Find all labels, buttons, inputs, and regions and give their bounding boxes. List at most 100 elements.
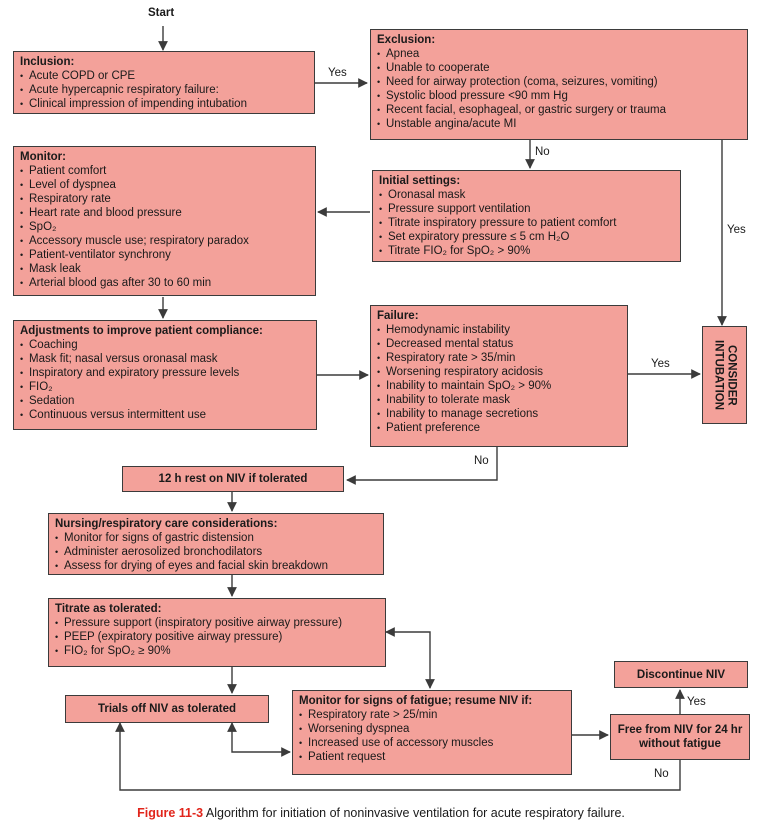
- list-item: Titrate inspiratory pressure to patient …: [379, 216, 674, 230]
- list-item: Inspiratory and expiratory pressure leve…: [20, 366, 310, 380]
- list-item: Recent facial, esophageal, or gastric su…: [377, 103, 741, 117]
- list-item: Unable to cooperate: [377, 61, 741, 75]
- list-item: Administer aerosolized bronchodilators: [55, 545, 377, 559]
- exclusion-title: Exclusion:: [377, 34, 436, 46]
- list-item: Arterial blood gas after 30 to 60 min: [20, 276, 309, 290]
- list-item: Heart rate and blood pressure: [20, 206, 309, 220]
- adjustments-list: Coaching Mask fit; nasal versus oronasal…: [20, 338, 310, 422]
- list-item: Set expiratory pressure ≤ 5 cm H₂O: [379, 230, 674, 244]
- initial-settings-title: Initial settings:: [379, 175, 461, 187]
- edge-failure-rest: [346, 447, 498, 485]
- initial-settings-list: Oronasal mask Pressure support ventilati…: [379, 188, 674, 258]
- list-item: Mask fit; nasal versus oronasal mask: [20, 352, 310, 366]
- trials-box: Trials off NIV as tolerated: [65, 695, 269, 723]
- failure-title: Failure:: [377, 310, 419, 322]
- list-item: Continuous versus intermittent use: [20, 408, 310, 422]
- inclusion-list: Acute COPD or CPE Acute hypercapnic resp…: [20, 69, 308, 111]
- failure-box: Failure: Hemodynamic instability Decreas…: [370, 305, 628, 447]
- rest-label: 12 h rest on NIV if tolerated: [158, 473, 308, 485]
- list-item: Increased use of accessory muscles: [299, 736, 565, 750]
- consider-intubation-box: CONSIDER INTUBATION: [702, 326, 747, 424]
- edge-titrate-fatigue: [385, 627, 435, 689]
- list-item: Apnea: [377, 47, 741, 61]
- list-item: Inability to manage secretions: [377, 407, 621, 421]
- figure-caption-text: Algorithm for initiation of noninvasive …: [205, 806, 625, 820]
- initial-settings-box: Initial settings: Oronasal mask Pressure…: [372, 170, 681, 262]
- list-item: Respiratory rate: [20, 192, 309, 206]
- list-item: Oronasal mask: [379, 188, 674, 202]
- nursing-box: Nursing/respiratory care considerations:…: [48, 513, 384, 575]
- list-item: Worsening respiratory acidosis: [377, 365, 621, 379]
- list-item: Respiratory rate > 25/min: [299, 708, 565, 722]
- titrate-title: Titrate as tolerated:: [55, 603, 162, 615]
- list-item: Pressure support (inspiratory positive a…: [55, 616, 379, 630]
- inclusion-box: Inclusion: Acute COPD or CPE Acute hyper…: [13, 51, 315, 114]
- inclusion-title: Inclusion:: [20, 56, 75, 68]
- monitor-list: Patient comfort Level of dyspnea Respira…: [20, 164, 309, 290]
- list-item: Patient request: [299, 750, 565, 764]
- list-item: Level of dyspnea: [20, 178, 309, 192]
- adjustments-title: Adjustments to improve patient complianc…: [20, 325, 263, 337]
- edge-trials-fatigue: [227, 722, 291, 757]
- edge-label-yes: Yes: [687, 696, 706, 708]
- list-item: Respiratory rate > 35/min: [377, 351, 621, 365]
- list-item: Acute COPD or CPE: [20, 69, 308, 83]
- list-item: Inability to tolerate mask: [377, 393, 621, 407]
- list-item: Patient comfort: [20, 164, 309, 178]
- free-from-niv-box: Free from NIV for 24 hr without fatigue: [610, 714, 750, 760]
- list-item: Accessory muscle use; respiratory parado…: [20, 234, 309, 248]
- titrate-box: Titrate as tolerated: Pressure support (…: [48, 598, 386, 667]
- fatigue-title: Monitor for signs of fatigue; resume NIV…: [299, 695, 533, 707]
- edge-free-trials: [115, 722, 681, 791]
- list-item: Assess for drying of eyes and facial ski…: [55, 559, 377, 573]
- monitor-title: Monitor:: [20, 151, 66, 163]
- list-item: Mask leak: [20, 262, 309, 276]
- nursing-list: Monitor for signs of gastric distension …: [55, 531, 377, 573]
- list-item: Coaching: [20, 338, 310, 352]
- figure-caption: Figure 11-3 Algorithm for initiation of …: [0, 806, 762, 820]
- discontinue-label: Discontinue NIV: [636, 668, 726, 681]
- list-item: Hemodynamic instability: [377, 323, 621, 337]
- edge-label-no: No: [535, 146, 550, 158]
- edge-label-yes: Yes: [727, 224, 746, 236]
- edge-label-yes: Yes: [651, 358, 670, 370]
- list-item: Need for airway protection (coma, seizur…: [377, 75, 741, 89]
- list-item: Unstable angina/acute MI: [377, 117, 741, 131]
- fatigue-box: Monitor for signs of fatigue; resume NIV…: [292, 690, 572, 775]
- titrate-list: Pressure support (inspiratory positive a…: [55, 616, 379, 658]
- nursing-title: Nursing/respiratory care considerations:: [55, 518, 278, 530]
- list-item: Pressure support ventilation: [379, 202, 674, 216]
- exclusion-list: Apnea Unable to cooperate Need for airwa…: [377, 47, 741, 131]
- consider-intubation-label: CONSIDER INTUBATION: [712, 339, 738, 411]
- list-item: Inability to maintain SpO₂ > 90%: [377, 379, 621, 393]
- monitor-box: Monitor: Patient comfort Level of dyspne…: [13, 146, 316, 296]
- list-item: Monitor for signs of gastric distension: [55, 531, 377, 545]
- discontinue-box: Discontinue NIV: [614, 661, 748, 688]
- trials-label: Trials off NIV as tolerated: [97, 703, 237, 715]
- list-item: FIO₂ for SpO₂ ≥ 90%: [55, 644, 379, 658]
- failure-list: Hemodynamic instability Decreased mental…: [377, 323, 621, 435]
- exclusion-box: Exclusion: Apnea Unable to cooperate Nee…: [370, 29, 748, 140]
- list-item: Decreased mental status: [377, 337, 621, 351]
- list-item: Patient preference: [377, 421, 621, 435]
- list-item: SpO₂: [20, 220, 309, 234]
- edge-label-no: No: [654, 768, 669, 780]
- fatigue-list: Respiratory rate > 25/min Worsening dysp…: [299, 708, 565, 764]
- adjustments-box: Adjustments to improve patient complianc…: [13, 320, 317, 430]
- figure-number: Figure 11-3: [137, 806, 204, 820]
- list-item: Patient-ventilator synchrony: [20, 248, 309, 262]
- list-item: Worsening dyspnea: [299, 722, 565, 736]
- edge-label-yes: Yes: [328, 67, 347, 79]
- list-item: Clinical impression of impending intubat…: [20, 97, 308, 111]
- rest-box: 12 h rest on NIV if tolerated: [122, 466, 344, 492]
- list-item: Systolic blood pressure <90 mm Hg: [377, 89, 741, 103]
- list-item: PEEP (expiratory positive airway pressur…: [55, 630, 379, 644]
- start-label: Start: [148, 7, 175, 19]
- list-item: Acute hypercapnic respiratory failure:: [20, 83, 308, 97]
- list-item: FIO₂: [20, 380, 310, 394]
- list-item: Titrate FIO₂ for SpO₂ > 90%: [379, 244, 674, 258]
- free-from-niv-label: Free from NIV for 24 hr without fatigue: [617, 724, 743, 750]
- list-item: Sedation: [20, 394, 310, 408]
- edge-label-no: No: [474, 455, 489, 467]
